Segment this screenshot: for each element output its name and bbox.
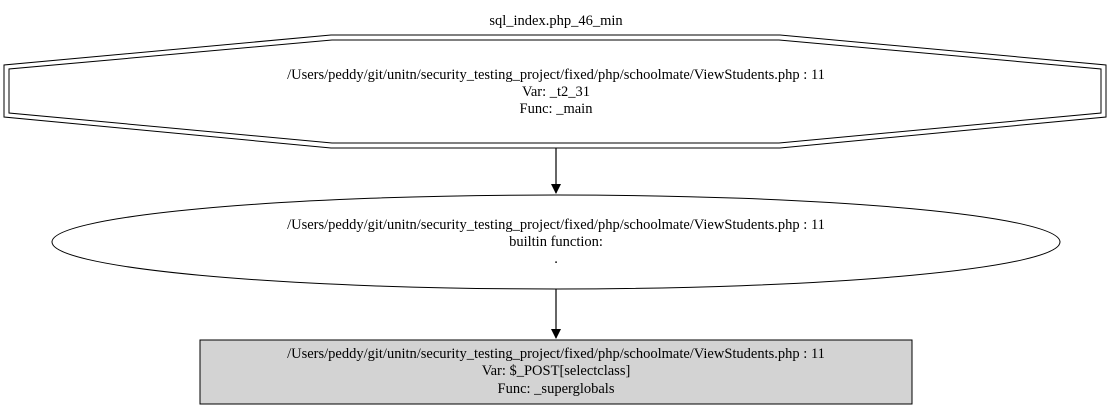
node-source-func: Func: _main: [520, 101, 594, 117]
node-sink-path: /Users/peddy/git/unitn/security_testing_…: [287, 346, 825, 362]
node-sink-func: Func: _superglobals: [498, 381, 615, 397]
node-builtin-path: /Users/peddy/git/unitn/security_testing_…: [287, 217, 825, 233]
node-builtin-label: builtin function:: [509, 234, 603, 250]
graph-title: sql_index.php_46_min: [489, 13, 623, 29]
node-source-inner-border: [8, 39, 1102, 144]
node-source-path: /Users/peddy/git/unitn/security_testing_…: [287, 67, 825, 83]
node-sink-var: Var: $_POST[selectclass]: [482, 363, 631, 379]
node-source: /Users/peddy/git/unitn/security_testing_…: [3, 34, 1107, 149]
node-builtin-name: .: [554, 251, 558, 267]
node-source-var: Var: _t2_31: [522, 84, 590, 100]
node-builtin: /Users/peddy/git/unitn/security_testing_…: [51, 194, 1061, 290]
node-sink-shape: [199, 339, 913, 405]
node-source-outer-border: [3, 34, 1107, 149]
node-sink: /Users/peddy/git/unitn/security_testing_…: [199, 339, 913, 405]
